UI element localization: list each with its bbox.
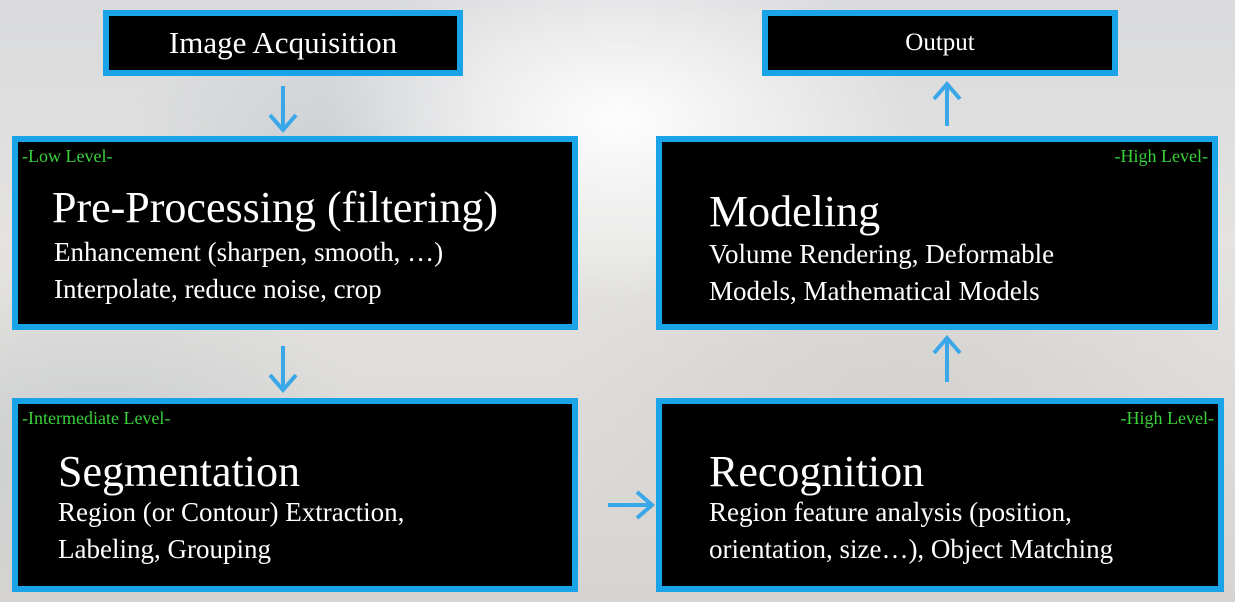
high-level-label-recognition: -High Level- xyxy=(1120,408,1214,428)
recognition-line-1: Region feature analysis (position, xyxy=(709,497,1072,527)
recognition-title: Recognition xyxy=(709,447,925,496)
segmentation-title: Segmentation xyxy=(58,447,300,496)
output-label: Output xyxy=(905,29,975,56)
preprocessing-line-1: Enhancement (sharpen, smooth, …) xyxy=(54,237,444,267)
modeling-description: Volume Rendering, Deformable Models, Mat… xyxy=(709,236,1054,310)
modeling-line-2: Models, Mathematical Models xyxy=(709,276,1040,306)
recognition-line-2: orientation, size…), Object Matching xyxy=(709,534,1114,564)
arrow-down-icon xyxy=(268,346,298,394)
arrow-up-icon xyxy=(932,80,962,126)
intermediate-level-label: -Intermediate Level- xyxy=(22,408,171,428)
output-node: Output xyxy=(762,10,1118,76)
preprocessing-line-2: Interpolate, reduce noise, crop xyxy=(54,274,382,304)
low-level-label: -Low Level- xyxy=(22,146,113,166)
segmentation-description: Region (or Contour) Extraction, Labeling… xyxy=(58,494,404,568)
arrow-right-icon xyxy=(608,490,656,520)
recognition-node: -High Level- Recognition Region feature … xyxy=(656,398,1224,592)
segmentation-node: -Intermediate Level- Segmentation Region… xyxy=(12,398,578,592)
modeling-node: -High Level- Modeling Volume Rendering, … xyxy=(656,136,1218,330)
segmentation-line-2: Labeling, Grouping xyxy=(58,534,271,564)
modeling-title: Modeling xyxy=(709,187,881,236)
image-acquisition-node: Image Acquisition xyxy=(103,10,463,76)
arrow-up-icon xyxy=(932,334,962,382)
segmentation-line-1: Region (or Contour) Extraction, xyxy=(58,497,405,527)
modeling-line-1: Volume Rendering, Deformable xyxy=(709,239,1055,269)
recognition-description: Region feature analysis (position, orien… xyxy=(709,494,1113,568)
arrow-down-icon xyxy=(268,86,298,134)
preprocessing-title: Pre-Processing (filtering) xyxy=(52,183,498,232)
image-acquisition-label: Image Acquisition xyxy=(168,25,398,60)
preprocessing-description: Enhancement (sharpen, smooth, …) Interpo… xyxy=(54,234,443,308)
preprocessing-node: -Low Level- Pre-Processing (filtering) E… xyxy=(12,136,578,330)
high-level-label-modeling: -High Level- xyxy=(1114,146,1208,166)
